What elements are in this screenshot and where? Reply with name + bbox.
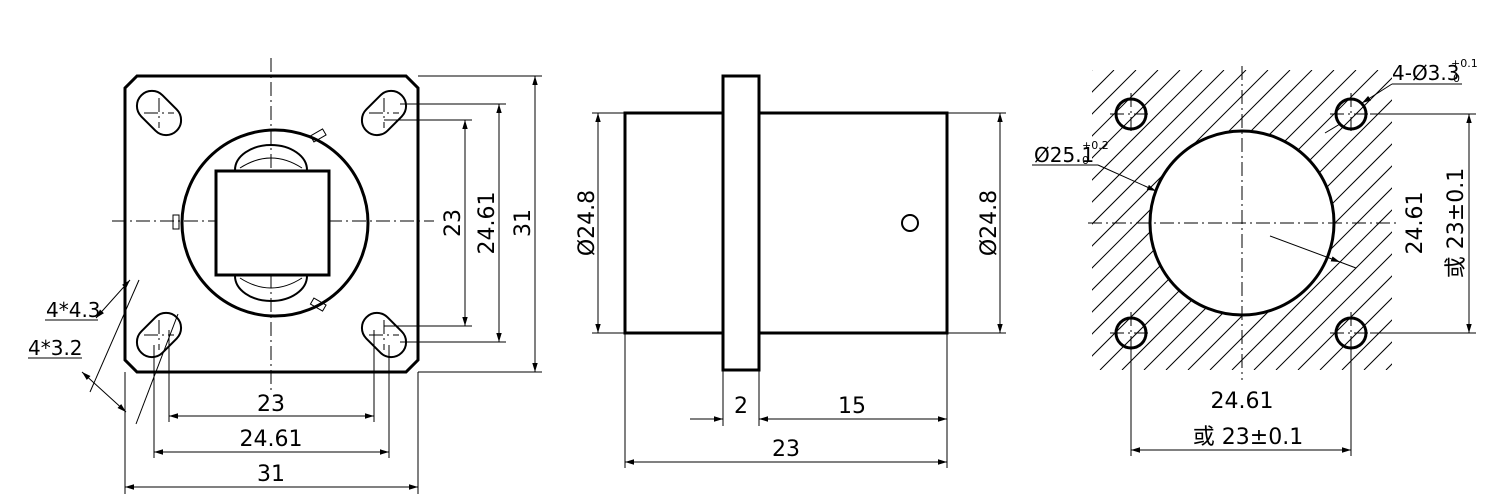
slot-leader-2: [135, 313, 179, 425]
dim-right-diameter: Ø24.8: [977, 190, 1002, 256]
hatch-line: [1275, 70, 1392, 370]
dim-v-alt: 或 23±0.1: [1444, 168, 1469, 278]
slot-top-left: [135, 89, 183, 137]
hatch-line: [1187, 70, 1392, 370]
hatch-line: [1297, 70, 1392, 370]
cutout-view: 4-Ø3.3 +0.1 0 Ø25.1 +0.2 0 24.61 或 23±0.…: [1032, 57, 1478, 456]
dim-hole-label: 4-Ø3.3: [1392, 61, 1460, 85]
dim-left-diameter: Ø24.8: [575, 190, 600, 256]
hatch-line: [1092, 70, 1357, 370]
dim-bore-label: Ø25.1: [1034, 143, 1094, 167]
rear-barrel: [757, 111, 949, 335]
hatch-line: [1121, 70, 1392, 370]
hatch-line: [1092, 70, 1335, 370]
dim-height: 31: [511, 209, 536, 237]
dim-rear-length: 15: [838, 394, 866, 419]
bore-leader: [1097, 164, 1157, 192]
front-barrel: [623, 111, 725, 335]
dim-h-alt: 或 23±0.1: [1193, 425, 1303, 450]
hole-leader: [1361, 83, 1393, 104]
dim-bore-tol-upper: +0.2: [1082, 139, 1109, 152]
dim-bore-tol-lower: 0: [1082, 154, 1089, 167]
dim-hole-tol-upper: +0.1: [1451, 57, 1478, 70]
locating-pin: [901, 214, 919, 232]
slot-bottom-right: [360, 311, 408, 359]
dim-slot-spacing-h: 24.61: [240, 427, 303, 452]
hatch-line: [1231, 70, 1392, 370]
hatch-line: [1092, 70, 1093, 370]
hatch-line: [1092, 70, 1159, 370]
dim-bolt-spacing-h: 23: [257, 392, 285, 417]
dim-width: 31: [257, 462, 285, 487]
hatch-line: [1092, 70, 1269, 370]
dim-bolt-spacing-v: 23: [441, 209, 466, 237]
hatch-line: [1092, 70, 1313, 370]
hatch-line: [1092, 70, 1203, 370]
hatch-line: [1143, 70, 1392, 370]
hatch-line: [1209, 70, 1392, 370]
dim-slot-width: 4*3.2: [28, 336, 83, 360]
flange: [721, 74, 761, 372]
front-view: 23 24.61 31 23 24.61 31 4*4.3 4*3.2: [28, 58, 542, 494]
side-view: Ø24.8 Ø24.8 2 15 23: [575, 74, 1006, 468]
dim-hole-tol-lower: 0: [1453, 72, 1460, 85]
hatch-line: [1092, 70, 1115, 370]
bore-circle: [1148, 129, 1336, 317]
hatch-line: [1092, 70, 1291, 370]
dim-h-primary: 24.61: [1211, 389, 1274, 414]
hatch-line: [1253, 70, 1392, 370]
hatch-line: [1092, 70, 1225, 370]
front-body-circle: [180, 128, 370, 318]
insert-rectangle: [214, 169, 331, 277]
dim-total-length: 23: [772, 437, 800, 462]
hole-top-left: [1110, 93, 1152, 135]
dim-flange-thickness: 2: [734, 394, 748, 419]
hole-top-right: [1330, 93, 1372, 135]
hole-bottom-left: [1110, 312, 1152, 354]
flange-outline: [123, 74, 420, 374]
dim-v-primary: 24.61: [1403, 192, 1428, 255]
tab-top: [309, 128, 327, 143]
dim-slot-spacing-v: 24.61: [475, 192, 500, 255]
dim-slot-length: 4*4.3: [46, 298, 101, 322]
hole-bottom-right: [1330, 312, 1372, 354]
hatch-line: [1363, 70, 1392, 370]
tab-bottom: [309, 297, 327, 312]
key-notch: [172, 214, 180, 230]
slot-top-right: [360, 89, 408, 137]
slot-bottom-left: [135, 311, 183, 359]
hatch-line: [1092, 70, 1247, 370]
hatch-line: [1092, 70, 1181, 370]
hatch-line: [1319, 70, 1392, 370]
